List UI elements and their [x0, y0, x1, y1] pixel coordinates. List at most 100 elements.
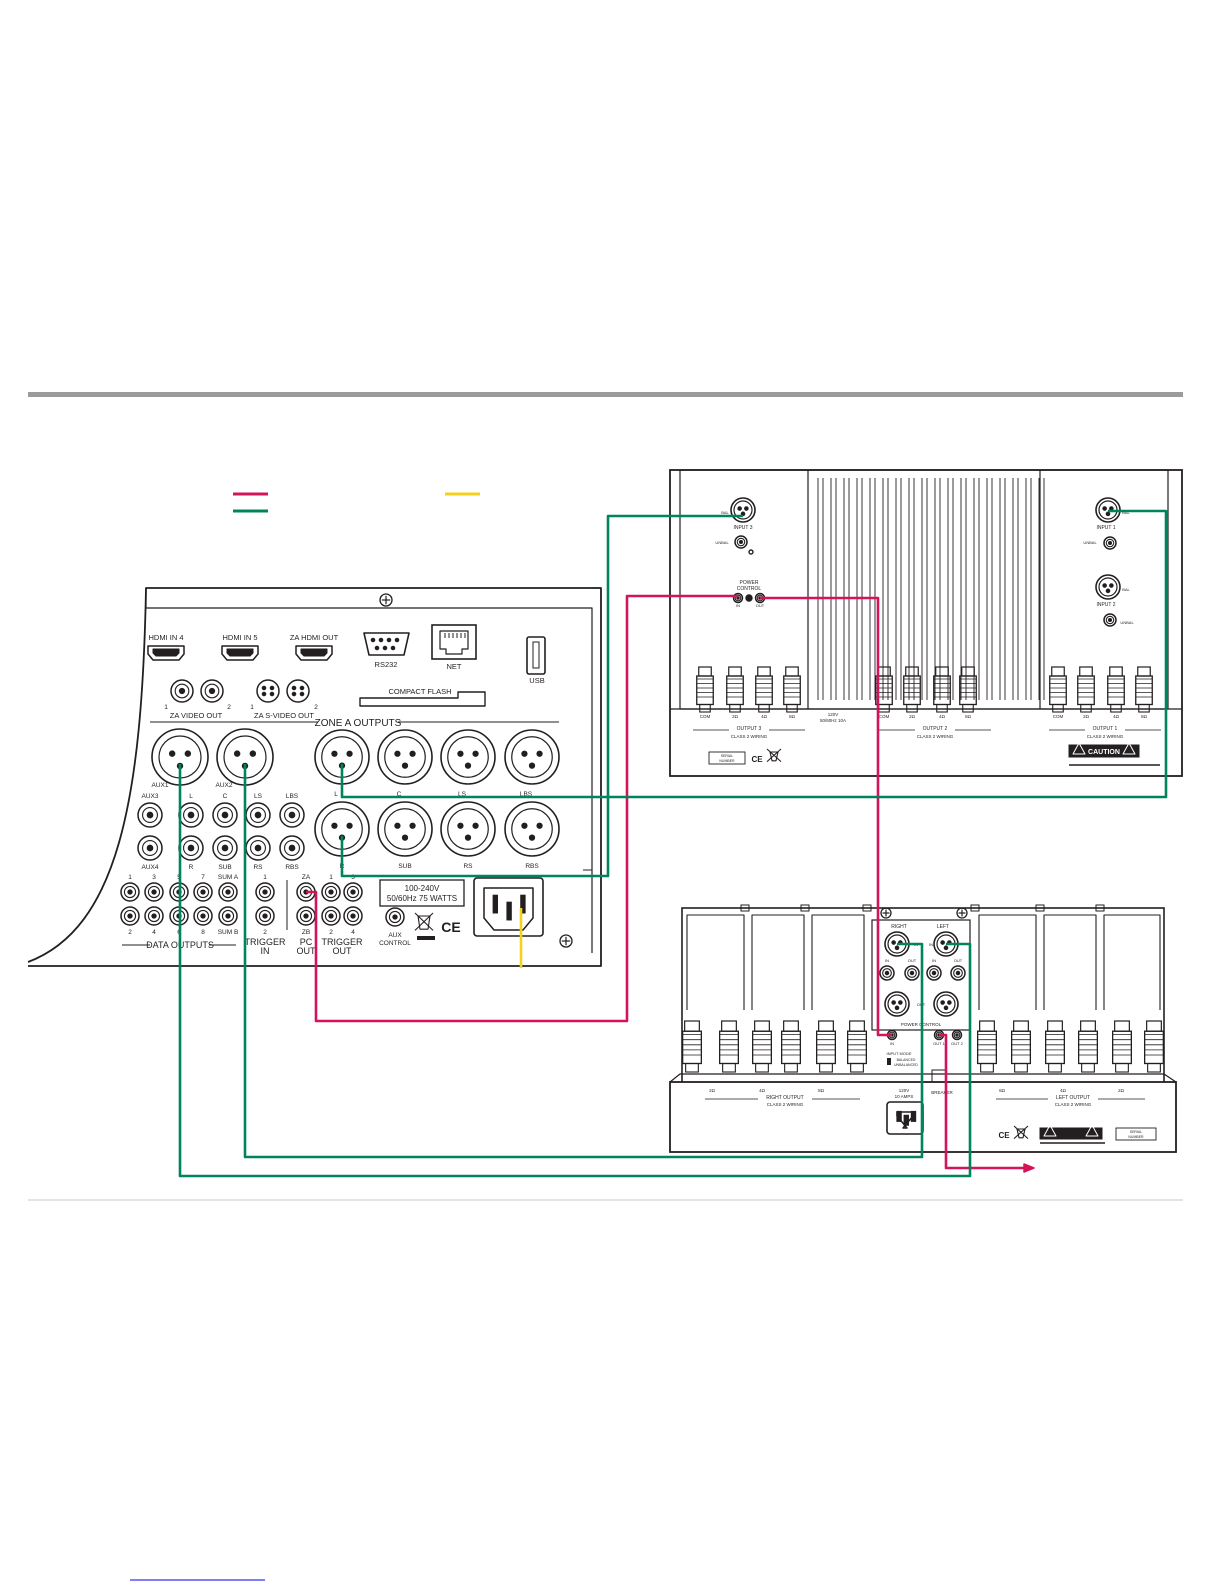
data-out-jack: [218, 906, 238, 926]
amp-bottom-rca: [879, 965, 895, 981]
za-video-out-2-mid: [204, 683, 220, 699]
amp-bottom-binding-post: [816, 1020, 837, 1073]
amp-top-pc-in-outer: [732, 592, 744, 604]
aux-control-label: AUX: [388, 932, 402, 939]
out-label: OUT: [908, 958, 917, 963]
digit-label: 1: [329, 874, 333, 881]
amp-bottom-left-xlr-out-pin: [947, 1000, 952, 1005]
pc-out-zb-jack-pin: [303, 913, 309, 919]
trigger-out-label: TRIGGER: [321, 937, 363, 947]
data-label: SUM A: [218, 874, 239, 881]
amp-bottom-iec-inlet-pin: [903, 1114, 909, 1126]
amp-top-input2-xlr-ring: [1095, 574, 1121, 600]
weee-icon-bin: [417, 915, 431, 930]
amp-bottom-right-xlr-out-pin: [891, 1000, 896, 1005]
terminal-label: COM: [1053, 714, 1064, 719]
zone-a-xlr-out: [504, 801, 560, 857]
zone-a-xlr-out-pin: [521, 750, 528, 757]
aux-control-jack-pin: [392, 914, 398, 920]
heatsink-border: [807, 470, 1041, 709]
zone-a-xlr-out-inner: [384, 808, 426, 850]
rca-out-outer: [212, 802, 238, 828]
amp-top-binding-post: [783, 666, 801, 713]
trigger-out-jack-pin: [350, 913, 356, 919]
impedance-label: 8Ω: [818, 1088, 825, 1093]
usb-frame: [526, 636, 546, 675]
zone-a-xlr-out-pin: [331, 822, 338, 829]
amp-bottom-binding-post-base: [784, 1062, 798, 1073]
data-out-jack-mid: [147, 909, 161, 923]
amp-bottom-binding-post-base: [819, 1062, 833, 1073]
amp-bottom-heatsink-panel: [686, 914, 745, 1010]
rs232-port: [363, 632, 410, 656]
zone-a-xlr-out-ring: [377, 729, 433, 785]
amp-bottom-iec-inlet: [886, 1101, 924, 1135]
input-mode-switch: [887, 1058, 891, 1065]
warning-label: [1039, 1124, 1103, 1140]
svideo-pin: [299, 691, 305, 697]
amp-top-binding-post: [696, 666, 714, 713]
caution-label: CAUTION: [1068, 742, 1140, 758]
weee-icon-cross: [1013, 1125, 1029, 1140]
data-out-jack-mid: [123, 885, 137, 899]
zone-a-xlr-out-pin: [394, 750, 401, 757]
amp-bottom-binding-post-base: [1081, 1062, 1095, 1073]
amp-top-input2-xlr-pin: [1102, 583, 1107, 588]
trigger-out-jack-pin: [328, 889, 334, 895]
amp-bottom-binding-post: [977, 1020, 998, 1073]
class2-label: CLASS 2 WIRING: [767, 1102, 804, 1107]
right-label: RIGHT: [891, 924, 907, 930]
input-mode-label: UNBALANCED: [894, 1063, 918, 1067]
amp-bottom-right-xlr-out-pin: [894, 1005, 900, 1011]
zone-a-xlr-out-pin: [401, 834, 409, 841]
amp-top-binding-post: [933, 666, 951, 713]
rs232-pin: [390, 645, 396, 651]
amp-bottom-binding-post-base: [685, 1062, 699, 1073]
amp-bottom-binding-post: [752, 1020, 773, 1073]
hdmi-port-slot: [226, 648, 254, 657]
zone-a-xlr-out-pin: [457, 822, 464, 829]
rs232-pin: [382, 645, 388, 651]
pc-out-zb-jack: [296, 906, 316, 926]
compact-flash-label: COMPACT FLASH: [388, 687, 451, 696]
preamp-corner-screw-head: [559, 934, 573, 948]
output-label: OUTPUT 1: [1093, 726, 1118, 732]
warning-label-triangle: [1085, 1124, 1099, 1137]
data-label: 1: [128, 874, 132, 881]
amp-bottom-iec-inlet-pin: [896, 1110, 902, 1122]
trigger-in-jack-outer: [255, 906, 275, 926]
weee-icon: [414, 912, 434, 931]
hdmi-port-body: [147, 645, 185, 661]
serial-label: NUMBER: [719, 759, 735, 763]
amp-bottom-fin-tab: [862, 904, 872, 912]
zone-a-outputs-label: ZONE A OUTPUTS: [315, 718, 402, 729]
amp-bottom-rca-outer: [926, 965, 942, 981]
zone-a-xlr-out-ring: [440, 729, 496, 785]
amp-bottom-binding-post-base: [1147, 1062, 1161, 1073]
impedance-label: 4Ω: [1060, 1088, 1067, 1093]
data-label: SUM B: [218, 929, 239, 936]
amp-bottom-heatsink-panel: [1043, 914, 1097, 1010]
net-frame: [431, 624, 477, 660]
rca-out-pin: [221, 811, 229, 819]
data-out-jack-outer: [120, 882, 140, 902]
zone-a-xlr-out-ring: [504, 801, 560, 857]
zone-a-xlr-out-pin: [464, 834, 472, 841]
amp-bottom-binding-post: [1112, 1020, 1133, 1073]
in-label: IN: [885, 958, 889, 963]
input-mode-label: INPUT MODE: [886, 1051, 911, 1056]
rating-label: 120V: [828, 712, 839, 717]
svideo-pin: [299, 685, 305, 691]
terminal-label: COM: [700, 714, 711, 719]
trigger-out-jack: [343, 906, 363, 926]
class2-label: CLASS 2 WIRING: [731, 734, 768, 739]
amp-top-binding-post: [1135, 666, 1153, 713]
amp-top-input3-xlr-pin: [744, 506, 749, 511]
zone-a-xlr-out-inner: [511, 736, 553, 778]
in-label: IN: [932, 958, 936, 963]
amp-bottom-rca-pin: [955, 970, 961, 976]
rs232-pin: [386, 637, 392, 643]
rca-out-mid: [142, 807, 158, 823]
data-out-jack-pin: [151, 913, 157, 919]
data-out-jack-mid: [196, 909, 210, 923]
